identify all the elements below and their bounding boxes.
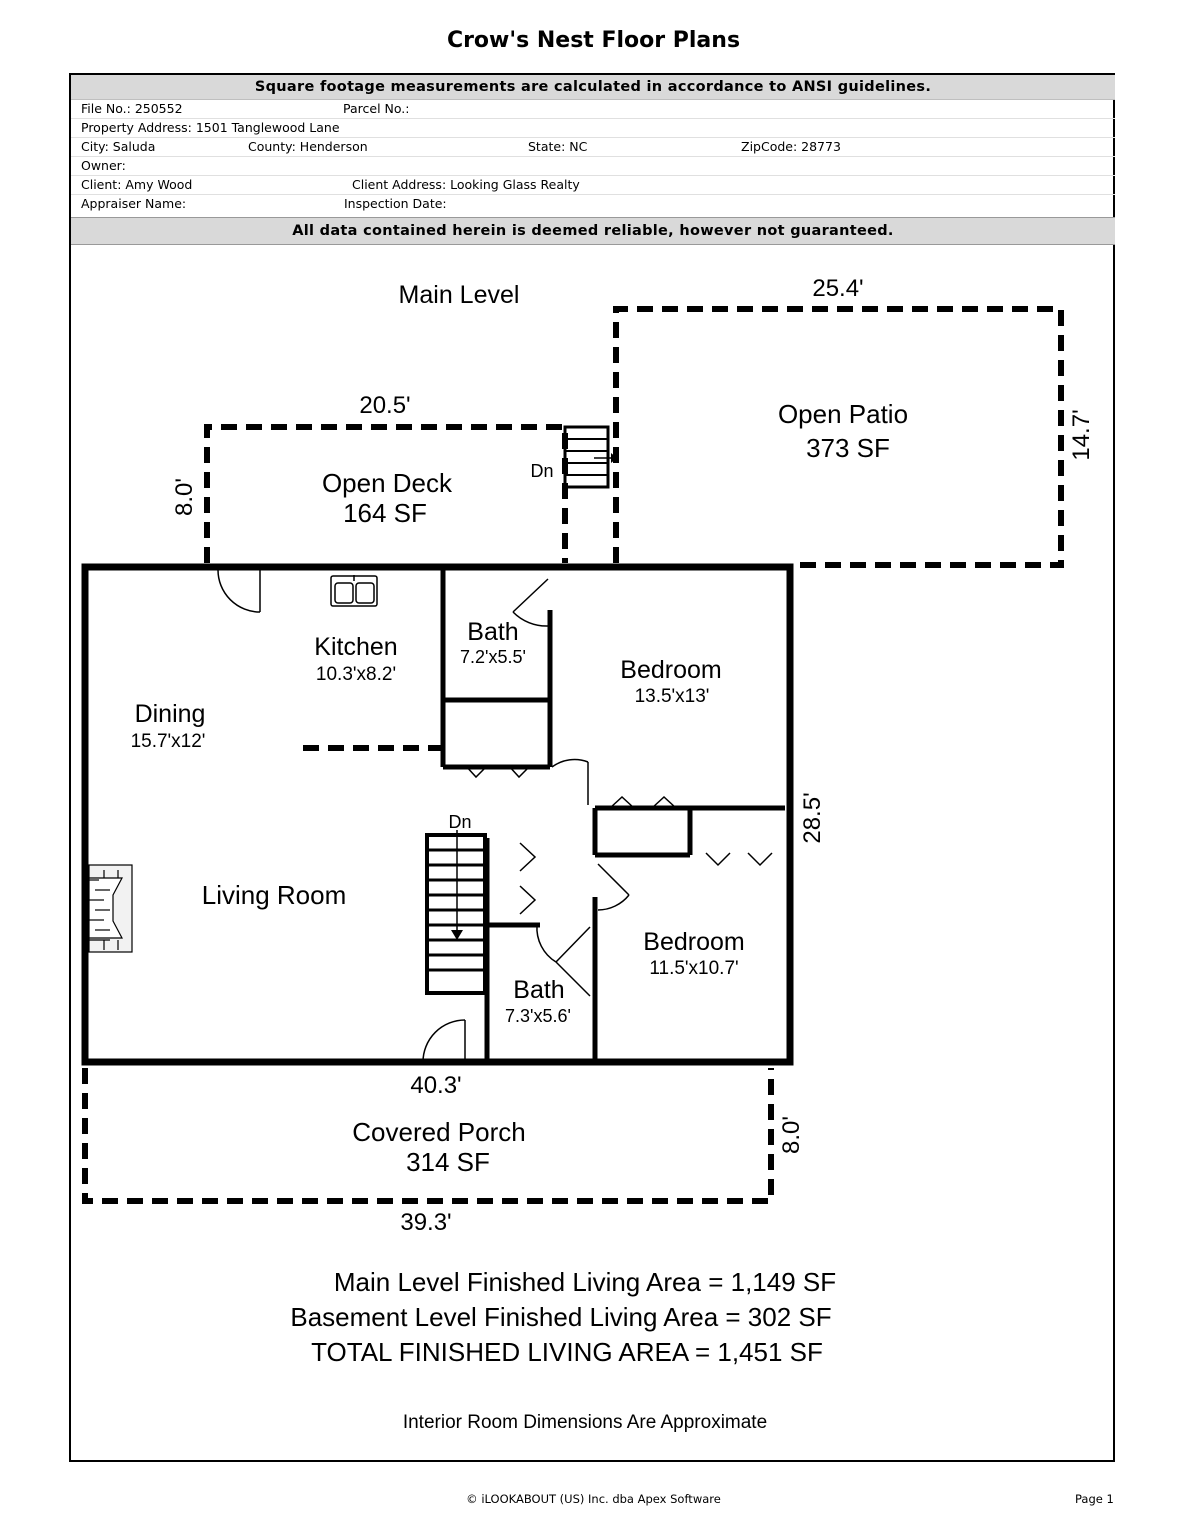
ansi-notice: Square footage measurements are calculat… xyxy=(71,75,1115,100)
owner: Owner: xyxy=(81,158,126,173)
patio-name: Open Patio xyxy=(778,399,908,429)
porch-depth-label: 8.0' xyxy=(778,1116,805,1154)
inspection-date: Inspection Date: xyxy=(344,196,447,211)
property-address: Property Address: 1501 Tanglewood Lane xyxy=(81,120,340,135)
summary-basement: Basement Level Finished Living Area = 30… xyxy=(290,1302,831,1332)
bath2-dims: 7.3'x5.6' xyxy=(505,1006,571,1026)
bedroom2-dims: 11.5'x10.7' xyxy=(649,958,738,979)
info-row-client: Client: Amy Wood Client Address: Looking… xyxy=(71,175,1115,195)
summary-total: TOTAL FINISHED LIVING AREA = 1,451 SF xyxy=(311,1337,823,1367)
interior-stairs-label: Dn xyxy=(448,812,471,832)
appraiser-name: Appraiser Name: xyxy=(81,196,187,211)
info-row-city: City: Saluda County: Henderson State: NC… xyxy=(71,137,1115,157)
client: Client: Amy Wood xyxy=(81,177,193,192)
deck-name: Open Deck xyxy=(322,468,453,498)
city: City: Saluda xyxy=(81,139,156,154)
kitchen-name: Kitchen xyxy=(314,633,397,661)
info-row-owner: Owner: xyxy=(71,156,1115,176)
bath1-dims: 7.2'x5.5' xyxy=(460,647,526,667)
bath1-name: Bath xyxy=(467,618,518,646)
house-width-label: 40.3' xyxy=(410,1072,461,1099)
kitchen-dims: 10.3'x8.2' xyxy=(316,664,396,685)
dining-dims: 15.7'x12' xyxy=(131,731,206,752)
summary-main: Main Level Finished Living Area = 1,149 … xyxy=(334,1267,836,1297)
parcel-no: Parcel No.: xyxy=(343,101,410,116)
closet-doors xyxy=(464,764,773,915)
bedroom1-dims: 13.5'x13' xyxy=(635,686,710,707)
covered-porch-outline xyxy=(82,1068,774,1204)
bath2-name: Bath xyxy=(513,976,564,1004)
porch-width-label: 39.3' xyxy=(400,1209,451,1236)
page-title: Crow's Nest Floor Plans xyxy=(446,28,741,53)
deck-stairs xyxy=(563,425,617,489)
deck-area: 164 SF xyxy=(343,498,427,528)
bedroom1-name: Bedroom xyxy=(620,656,721,684)
fireplace-icon xyxy=(88,864,133,953)
deck-width-label: 20.5' xyxy=(359,392,410,419)
county: County: Henderson xyxy=(248,139,368,154)
dimensions-note: Interior Room Dimensions Are Approximate xyxy=(403,1412,767,1433)
patio-width-label: 25.4' xyxy=(812,275,863,302)
info-row-file: File No.: 250552 Parcel No.: xyxy=(71,99,1115,119)
disclaimer: All data contained herein is deemed reli… xyxy=(71,217,1115,245)
open-deck-outline xyxy=(204,424,568,563)
interior-walls xyxy=(440,567,785,1060)
file-no: File No.: 250552 xyxy=(81,101,183,116)
footer-copyright: © iLOOKABOUT (US) Inc. dba Apex Software xyxy=(466,1492,721,1506)
report-frame xyxy=(69,73,1115,1462)
deck-depth-label: 8.0' xyxy=(171,478,198,516)
deck-stairs-label: Dn xyxy=(530,461,553,481)
porch-area: 314 SF xyxy=(406,1147,490,1177)
patio-area: 373 SF xyxy=(806,433,890,463)
zipcode: ZipCode: 28773 xyxy=(741,139,841,154)
porch-name: Covered Porch xyxy=(352,1117,525,1147)
house-depth-label: 28.5' xyxy=(799,792,826,843)
door-swings xyxy=(217,569,630,1063)
client-address: Client Address: Looking Glass Realty xyxy=(352,177,580,192)
living-room-name: Living Room xyxy=(202,880,347,910)
level-title: Main Level xyxy=(399,281,520,309)
dining-name: Dining xyxy=(135,700,206,728)
kitchen-sink-icon xyxy=(330,575,378,607)
state: State: NC xyxy=(528,139,588,154)
info-row-address: Property Address: 1501 Tanglewood Lane xyxy=(71,118,1115,138)
house-exterior-wall xyxy=(81,563,794,1066)
bedroom2-name: Bedroom xyxy=(643,928,744,956)
interior-stairs xyxy=(425,830,487,995)
patio-depth-label: 14.7' xyxy=(1068,409,1095,460)
info-row-appraiser: Appraiser Name: Inspection Date: xyxy=(71,194,1115,213)
page-number: Page 1 xyxy=(1075,1492,1114,1506)
